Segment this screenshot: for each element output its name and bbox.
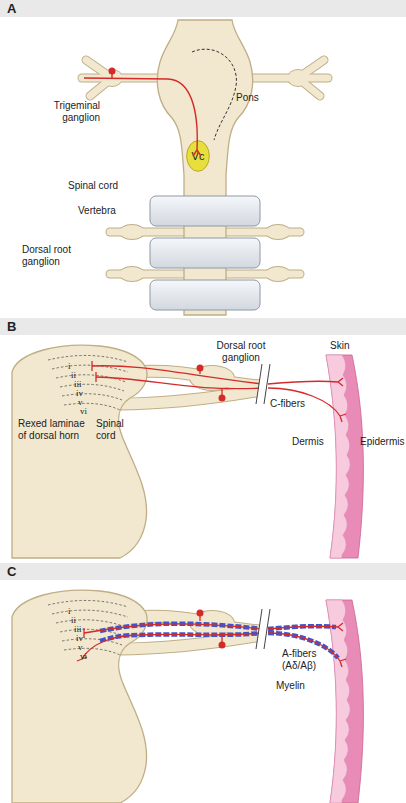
structure-label: Spinal cord: [96, 418, 132, 442]
fiber-label: C-fibers: [270, 398, 320, 410]
lamina-number: iii: [74, 380, 88, 389]
structure-label: Vertebra: [78, 205, 148, 217]
brainstem-and-cord: [157, 20, 252, 315]
lamina-number: ii: [71, 371, 83, 380]
nerve-break: [256, 364, 270, 404]
neuron-cell-body: [197, 610, 226, 649]
lamina-number: v: [78, 643, 90, 652]
lamina-number: ii: [71, 616, 83, 625]
panel-letter: C: [0, 563, 406, 580]
structure-label: Skin: [330, 340, 370, 352]
trigeminal-tract: [192, 49, 236, 140]
structure-label: Rexed laminae of dorsal horn: [18, 418, 92, 442]
structure-label: Pons: [236, 92, 276, 104]
structure-label: Myelin: [276, 680, 316, 692]
structure-label: Spinal cord: [68, 180, 168, 192]
lamina-number: iii: [74, 625, 88, 634]
lamina-number: i: [68, 607, 80, 616]
lamina-number: iv: [76, 389, 90, 398]
panel-band: B: [0, 318, 406, 335]
nerve-break: [256, 609, 270, 649]
structure-label: Trigeminal ganglion: [20, 100, 100, 124]
panel-band: C: [0, 563, 406, 580]
panel-band: A: [0, 0, 406, 17]
neuron-cell-body: [197, 365, 226, 402]
vertebra-body: [150, 196, 260, 310]
trigeminal-neuron: [84, 71, 201, 156]
lamina-number: iv: [76, 634, 90, 643]
lamina-number: i: [68, 362, 80, 371]
fiber-label: A-fibers (Aδ/Aβ): [282, 648, 338, 672]
lamina-number: vi: [80, 407, 94, 416]
lamina-number: vi: [80, 652, 94, 661]
panel-letter: A: [0, 0, 406, 17]
nucleus-name: Vc: [186, 140, 210, 172]
spinal-section: [12, 590, 363, 803]
structure-label: Dorsal root ganglion: [205, 340, 277, 364]
panel-letter: B: [0, 318, 406, 335]
structure-label: Dermis: [292, 436, 332, 448]
c-fiber: [92, 361, 346, 422]
spinal-section: [12, 345, 363, 558]
nucleus-fill: [187, 141, 210, 172]
structure-label: Dorsal root ganglion: [22, 244, 86, 268]
structure-label: Epidermis: [360, 436, 406, 448]
nucleus-oval: Vc: [186, 140, 210, 172]
lamina-number: v: [78, 398, 90, 407]
neuron-cell-body: [109, 68, 116, 75]
